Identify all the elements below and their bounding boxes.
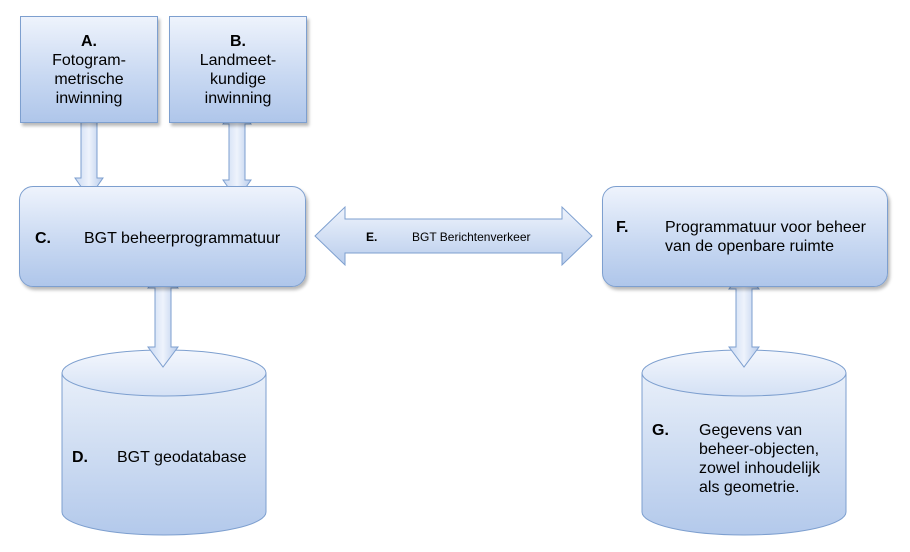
node-g-line2: beheer-objecten,: [699, 441, 820, 458]
node-c-box: C. BGT beheerprogrammatuur: [19, 186, 306, 287]
node-g-line1: Gegevens van: [699, 422, 803, 439]
node-c-label: BGT beheerprogrammatuur: [84, 230, 281, 247]
node-g-line3: zowel inhoudelijk: [699, 460, 820, 477]
node-a-line2: metrische: [54, 70, 124, 88]
arrow-f-g: [728, 268, 760, 368]
node-b-box: B. Landmeet- kundige inwinning: [169, 16, 307, 123]
node-b-line1: Landmeet-: [199, 51, 277, 69]
node-a-line3: inwinning: [55, 89, 123, 107]
node-f-line2: van de openbare ruimte: [665, 238, 834, 255]
node-a-letter: A.: [81, 32, 97, 50]
node-b-line2: kundige: [209, 70, 267, 88]
cylinder-d-shape: [61, 349, 267, 536]
node-d-label: BGT geodatabase: [117, 449, 247, 466]
node-g-letter: G.: [652, 422, 669, 439]
arrow-c-d: [147, 267, 179, 368]
node-f-line1: Programmatuur voor beheer: [665, 219, 866, 236]
node-e-letter: E.: [366, 230, 378, 244]
node-d-letter: D.: [72, 449, 88, 466]
node-a-line1: Fotogram-: [52, 51, 126, 69]
node-g-line4: als geometrie.: [699, 479, 800, 496]
node-b-line3: inwinning: [204, 89, 272, 107]
node-a-box: A. Fotogram- metrische inwinning: [20, 16, 158, 123]
arrow-e-shape: [314, 205, 593, 267]
node-e-label: BGT Berichtenverkeer: [412, 230, 531, 244]
cylinder-g-shape: [641, 349, 847, 536]
node-f-letter: F.: [616, 219, 629, 236]
node-c-letter: C.: [35, 230, 51, 247]
node-f-box: F. Programmatuur voor beheer van de open…: [602, 186, 888, 287]
node-b-letter: B.: [230, 32, 246, 50]
